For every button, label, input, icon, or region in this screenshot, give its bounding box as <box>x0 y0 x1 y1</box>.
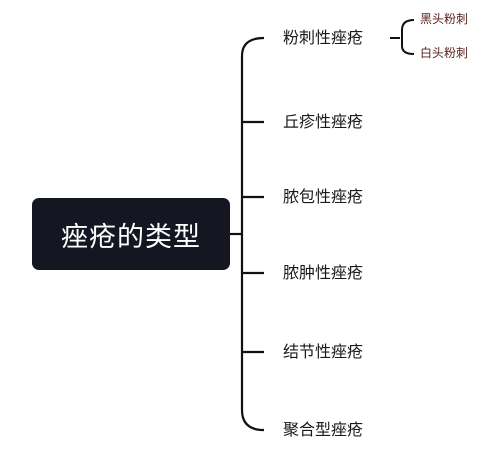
branch-papular: 丘疹性痤疮 <box>283 112 364 131</box>
branch-pustular: 脓包性痤疮 <box>283 187 364 206</box>
sub-whitehead: 白头粉刺 <box>420 46 469 60</box>
branch-abscess: 脓肿性痤疮 <box>283 263 364 282</box>
sub-blackhead: 黑头粉刺 <box>420 12 469 26</box>
sub-bracket <box>401 19 415 55</box>
branch-nodular: 结节性痤疮 <box>283 342 364 361</box>
root-node: 痤疮的类型 <box>32 198 230 270</box>
branch-conglobate: 聚合型痤疮 <box>283 420 364 439</box>
main-trunk <box>240 36 265 432</box>
root-label: 痤疮的类型 <box>61 221 201 253</box>
branch-comedonal: 粉刺性痤疮 <box>283 28 364 47</box>
